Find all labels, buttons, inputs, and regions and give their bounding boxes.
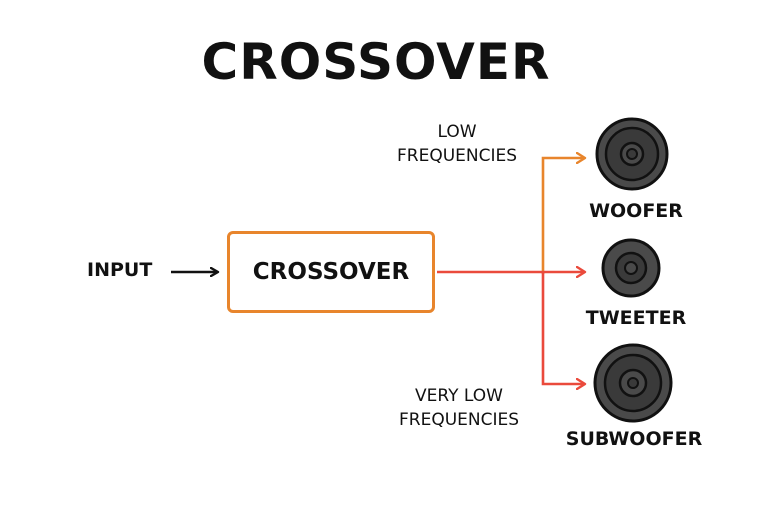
very-low-frequencies-line2: FREQUENCIES <box>398 410 520 430</box>
low-frequency-arrow <box>541 158 585 274</box>
crossover-box-label: CROSSOVER <box>252 259 410 285</box>
woofer-label: WOOFER <box>589 200 683 222</box>
diagram-title: CROSSOVER <box>201 33 551 91</box>
tweeter-speaker-icon <box>601 238 661 298</box>
subwoofer-label: SUBWOOFER <box>565 428 703 450</box>
very-low-frequencies-label: VERY LOW FREQUENCIES <box>384 384 534 432</box>
low-frequencies-line1: LOW <box>437 122 477 142</box>
very-low-frequency-arrow <box>541 272 585 384</box>
low-frequencies-label: LOW FREQUENCIES <box>382 120 532 168</box>
very-low-frequencies-line1: VERY LOW <box>415 386 503 406</box>
low-frequencies-line2: FREQUENCIES <box>396 146 518 166</box>
tweeter-label: TWEETER <box>585 307 687 329</box>
subwoofer-speaker-icon <box>593 343 673 423</box>
input-label: INPUT <box>87 259 153 281</box>
woofer-speaker-icon <box>595 117 669 191</box>
crossover-box: CROSSOVER <box>227 231 435 313</box>
